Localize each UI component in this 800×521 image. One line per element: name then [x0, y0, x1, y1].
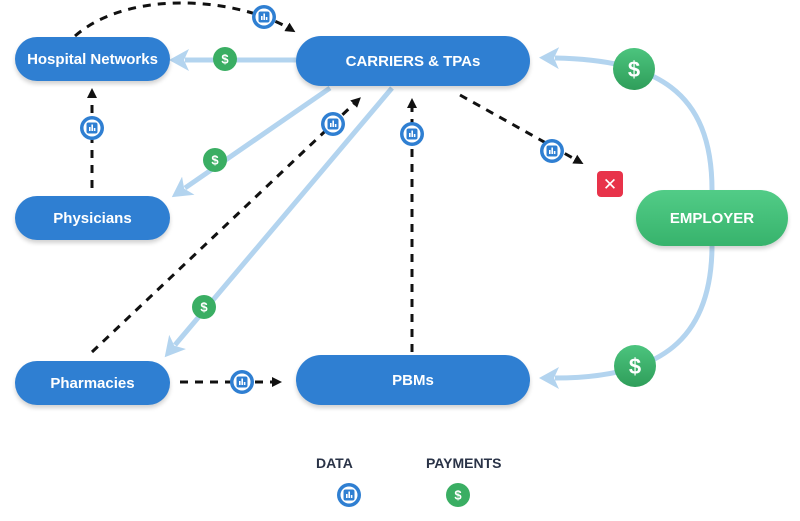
- data-icon: [321, 112, 345, 136]
- payment-icons: $ $ $ $ $: [192, 47, 656, 387]
- dollar-icon: $: [614, 345, 656, 387]
- data-icon: [230, 370, 254, 394]
- svg-text:$: $: [628, 57, 640, 82]
- data-arrow-pharmacies-to-carriers: [90, 97, 361, 354]
- svg-text:$: $: [629, 354, 641, 379]
- data-icon: [400, 122, 424, 146]
- data-arrow-carriers-to-rejected: [459, 93, 584, 164]
- svg-text:$: $: [200, 300, 208, 315]
- data-icon: [252, 5, 276, 29]
- hospital-networks-node: Hospital Networks: [15, 37, 170, 81]
- legend-data-label: DATA: [316, 455, 353, 471]
- hospital-networks-label: Hospital Networks: [27, 50, 158, 68]
- payment-arrow-employer-to-pbms: [539, 244, 715, 389]
- svg-text:✕: ✕: [603, 175, 617, 195]
- physicians-label: Physicians: [53, 209, 132, 227]
- dollar-icon: $: [203, 148, 227, 172]
- carriers-tpas-label: CARRIERS & TPAs: [345, 52, 481, 70]
- employer-node: EMPLOYER: [636, 190, 788, 246]
- data-arrows: [74, 1, 584, 387]
- reject-icon: ✕: [597, 171, 623, 197]
- payment-arrows: [164, 47, 715, 389]
- dollar-icon: $: [192, 295, 216, 319]
- svg-text:$: $: [221, 52, 229, 67]
- legend-payments-label: PAYMENTS: [426, 455, 502, 471]
- payment-arrow-employer-to-carriers: [539, 47, 715, 191]
- carriers-tpas-node: CARRIERS & TPAs: [296, 36, 530, 86]
- svg-text:$: $: [454, 488, 462, 503]
- pbms-label: PBMs: [392, 371, 434, 389]
- physicians-node: Physicians: [15, 196, 170, 240]
- data-icon: [80, 116, 104, 140]
- legend-data-icon: [337, 483, 361, 507]
- employer-label: EMPLOYER: [669, 209, 755, 227]
- pharmacies-node: Pharmacies: [15, 361, 170, 405]
- data-icon: [540, 139, 564, 163]
- dollar-icon: $: [213, 47, 237, 71]
- payment-arrow-carriers-to-physicians: [171, 85, 332, 198]
- pbms-node: PBMs: [296, 355, 530, 405]
- dollar-icon: $: [613, 48, 655, 90]
- pharmacies-label: Pharmacies: [50, 374, 135, 392]
- svg-text:$: $: [211, 153, 219, 168]
- legend-dollar-icon: $: [446, 483, 470, 507]
